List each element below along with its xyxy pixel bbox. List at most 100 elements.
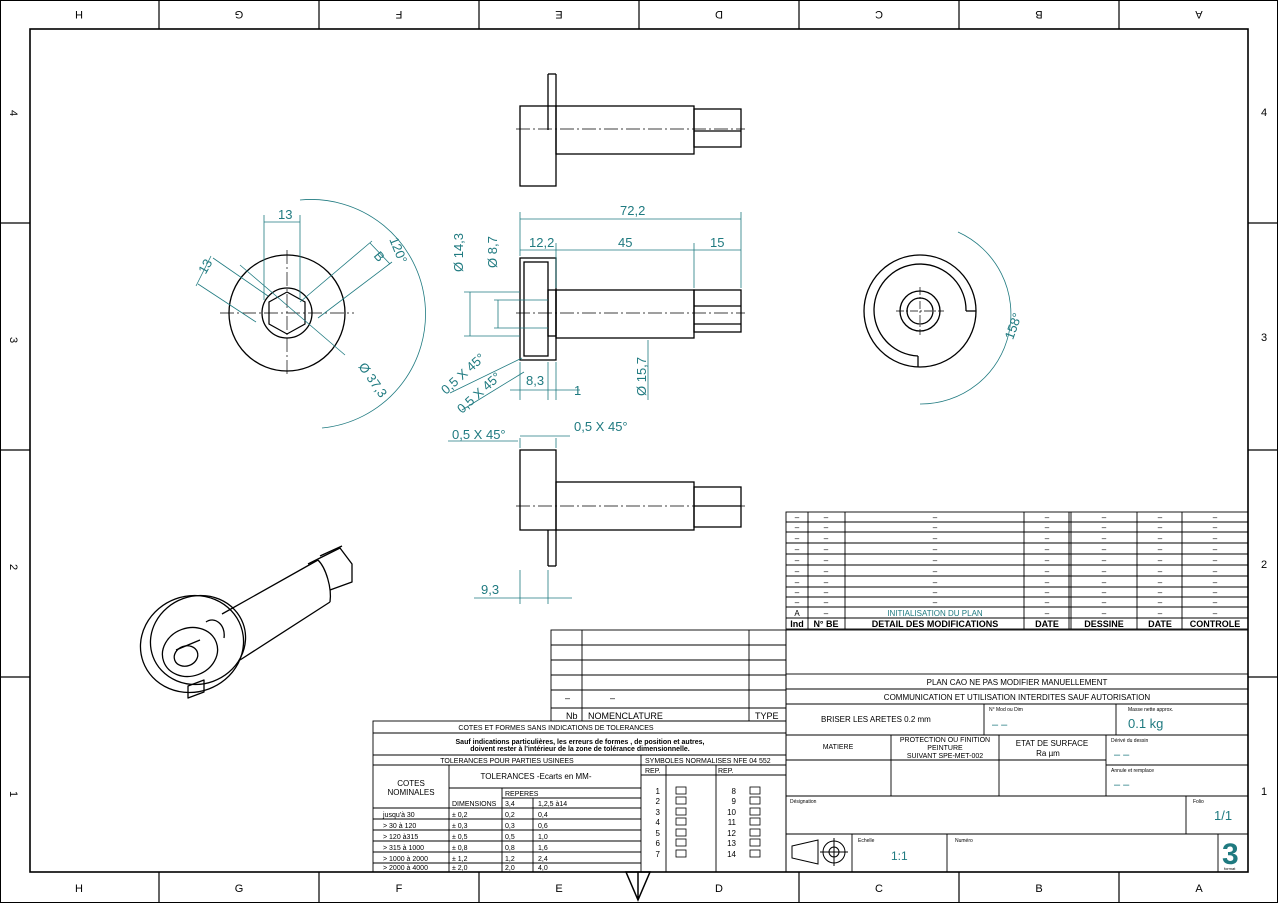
row-number-right: 3: [1261, 332, 1267, 344]
dim-front-8-3: 8,3: [526, 373, 544, 388]
masse-label: Masse nette approx.: [1128, 707, 1173, 713]
rev-cell: –: [1045, 556, 1050, 565]
tolerance-symbol-icon: [675, 786, 687, 795]
symbol-number: 8: [732, 787, 737, 796]
col-letter-top: G: [235, 8, 244, 20]
rev-cell: –: [933, 513, 938, 522]
end-view-dimension: [919, 231, 1012, 405]
rev-cell: –: [795, 598, 800, 607]
symbol-number: 5: [656, 829, 661, 838]
rev-cell: –: [824, 556, 829, 565]
tolerance-dimensions: DIMENSIONS: [452, 801, 497, 808]
col-letter-bottom: D: [715, 883, 723, 895]
tolerance-cell: 0,3: [505, 823, 515, 830]
rev-cell: –: [1102, 545, 1107, 554]
symbols-rep-right: REP.: [718, 768, 733, 775]
rev-cell: –: [1213, 609, 1218, 618]
symbol-number: 7: [656, 850, 661, 859]
rev-cell: –: [1102, 567, 1107, 576]
rev-cell: –: [1102, 513, 1107, 522]
designation-label: Désignation: [790, 799, 817, 805]
symbol-number: 3: [656, 808, 661, 817]
side-row-ticks: [0, 222, 1278, 678]
rev-cell: –: [1102, 588, 1107, 597]
dim-front-1: 1: [574, 383, 581, 398]
echelle-value: 1:1: [891, 849, 908, 863]
nomenclature-header-type: TYPE: [755, 711, 779, 721]
tolerance-symbol-icon: [675, 828, 687, 837]
dim-lower-chamfer-right: 0,5 X 45°: [574, 419, 628, 434]
rev-cell: INITIALISATION DU PLAN: [887, 609, 983, 618]
folio-value: 1/1: [1214, 808, 1232, 823]
row-number-left: 2: [7, 564, 19, 570]
rev-cell: –: [1102, 598, 1107, 607]
matiere-label: MATIERE: [823, 744, 854, 751]
symbols-title: SYMBOLES NORMALISES NFE 04 552: [645, 758, 771, 765]
rev-cell: –: [1213, 556, 1218, 565]
symbol-number: 14: [727, 850, 736, 859]
symbol-number: 6: [656, 839, 661, 848]
rev-header-detail: DETAIL DES MODIFICATIONS: [872, 619, 999, 629]
protection-line-2: PEINTURE: [927, 745, 963, 752]
nmod-label: N° Mod ou Dim: [989, 707, 1023, 713]
tolerance-cell: ± 1,2: [452, 856, 468, 863]
rev-header-nbe: N° BE: [813, 619, 838, 629]
tolerance-title: COTES ET FORMES SANS INDICATIONS DE TOLE…: [458, 725, 653, 732]
rev-cell: –: [1158, 513, 1163, 522]
col-letter-bottom: C: [875, 883, 883, 895]
lower-view: [516, 449, 745, 567]
rev-cell: –: [1045, 578, 1050, 587]
tolerance-cell: 0,8: [505, 845, 515, 852]
symbol-number: 2: [656, 797, 661, 806]
tolerance-cell: > 2000 à 4000: [383, 865, 428, 872]
col-letter-bottom: H: [75, 883, 83, 895]
derive-value: – –: [1114, 749, 1130, 761]
nomenclature-header-name: NOMENCLATURE: [588, 711, 663, 721]
rev-cell: –: [1213, 523, 1218, 532]
rev-cell: –: [1158, 578, 1163, 587]
rev-cell: –: [795, 513, 800, 522]
rev-cell: –: [933, 556, 938, 565]
dim-front-45: 45: [618, 235, 632, 250]
tolerance-note-1: Sauf indications particulières, les erre…: [456, 739, 705, 746]
dim-front-phi14-3: Ø 14,3: [451, 233, 466, 272]
rev-header-date2: DATE: [1148, 619, 1172, 629]
side-view: [220, 250, 354, 376]
rev-cell: –: [824, 567, 829, 576]
rev-header-controle: CONTROLE: [1190, 619, 1241, 629]
tolerance-symbol-icon: [749, 807, 761, 816]
symbol-number: 12: [727, 829, 736, 838]
rev-cell: –: [795, 588, 800, 597]
dim-side-13-left: 13: [195, 256, 215, 276]
title-line-1: PLAN CAO NE PAS MODIFIER MANUELLEMENT: [927, 678, 1108, 687]
rev-cell: –: [1158, 567, 1163, 576]
dim-front-phi15-7: Ø 15,7: [634, 357, 649, 396]
row-number-left: 1: [7, 791, 19, 797]
rev-cell: –: [1213, 598, 1218, 607]
rev-cell: –: [933, 567, 938, 576]
tolerance-col-34: 3,4: [505, 801, 515, 808]
rev-cell: –: [1102, 523, 1107, 532]
col-letter-top: A: [1195, 8, 1203, 20]
row-number-right: 2: [1261, 559, 1267, 571]
tolerance-symbol-icon: [749, 849, 761, 858]
tolerance-cell: ± 2,0: [452, 865, 468, 872]
tolerance-cell: 2,4: [538, 856, 548, 863]
rev-cell: –: [1213, 588, 1218, 597]
rev-cell: –: [795, 567, 800, 576]
etat-surface: ETAT DE SURFACE: [1016, 739, 1088, 748]
dim-lower-chamfer-left: 0,5 X 45°: [452, 427, 506, 442]
tolerance-cell: jusqu'à 30: [382, 812, 415, 819]
tolerance-cell: ± 0,8: [452, 845, 468, 852]
rev-cell: –: [933, 588, 938, 597]
tolerance-table: [372, 720, 787, 873]
rev-cell: –: [1213, 545, 1218, 554]
tolerance-nominales: NOMINALES: [387, 788, 434, 797]
dim-front-overall: 72,2: [620, 203, 645, 218]
rev-header-dessine: DESSINE: [1084, 619, 1124, 629]
rev-cell: –: [933, 534, 938, 543]
rev-cell: –: [1045, 513, 1050, 522]
dim-side-120: 120°: [386, 235, 410, 266]
rev-cell: –: [1158, 534, 1163, 543]
side-view-dimensions: [195, 199, 426, 429]
